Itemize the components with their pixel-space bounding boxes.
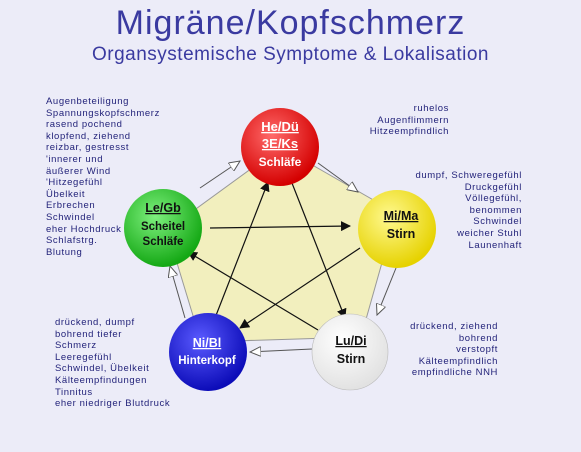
node-le: Le/Gb Scheitel Schläfe (124, 189, 202, 267)
symptom-item: Augenflimmern (377, 114, 449, 126)
symptom-item: empfindliche NNH (411, 367, 498, 379)
symptom-item: Schwindel (473, 216, 522, 228)
control-arrow-le-mi (209, 221, 351, 232)
node-lu: Lu/Di Stirn (311, 313, 389, 391)
cycle-arrow-he-mi (317, 162, 358, 192)
symptom-item: klopfend, ziehend (46, 130, 131, 142)
symptom-item: Erbrechen (46, 200, 96, 212)
node-le-label: Le/Gb (145, 201, 181, 215)
cycle-arrow-mi-lu (377, 267, 397, 315)
symptom-item: Schwindel, Übelkeit (55, 363, 150, 375)
node-mi-sub: Stirn (387, 227, 415, 241)
symptom-item: Spannungskopfschmerz (46, 107, 160, 119)
symptom-item: Druckgefühl (464, 181, 522, 193)
symptom-item: drückend, dumpf (55, 317, 135, 328)
node-mi: Mi/Ma Stirn (358, 190, 436, 268)
node-ni-label: Ni/Bl (193, 336, 221, 350)
symptom-item: Übelkeit (46, 188, 86, 200)
control-arrow-lu-le (187, 251, 319, 331)
node-he-label: He/Dü (261, 119, 299, 134)
control-arrow-ni-he (214, 181, 270, 319)
symptom-item: Launenhaft (468, 239, 522, 251)
node-lu-sub: Stirn (337, 352, 365, 366)
symptom-item: bohrend (458, 332, 498, 344)
symptom-item: Augenbeteiligung (46, 96, 130, 107)
node-ni: Ni/Bl Hinterkopf (169, 313, 247, 391)
symptom-item: reizbar, gestresst (46, 142, 130, 154)
node-mi-label: Mi/Ma (384, 209, 420, 223)
symptom-item: Leeregefühl (55, 351, 112, 363)
symptom-item: eher niedriger Blutdruck (55, 398, 171, 410)
symptom-item: Schwindel (46, 211, 95, 223)
symptom-item: 'Hitzegefühl (46, 177, 103, 189)
symptom-item: benommen (469, 204, 522, 216)
control-arrow-he-lu (289, 177, 347, 319)
symptom-item: eher Hochdruck (46, 223, 122, 235)
symptom-item: äußerer Wind (46, 165, 111, 177)
cycle-arrow-ni-le (170, 266, 186, 319)
symptom-item: drückend, ziehend (410, 321, 498, 332)
symptom-item: dumpf, Schweregefühl (415, 170, 522, 181)
symptom-item: verstopft (456, 344, 498, 356)
symptom-item: rasend pochend (46, 119, 123, 131)
node-he: He/Dü 3E/Ks Schläfe (241, 108, 319, 186)
symptom-item: ruhelos (413, 103, 449, 114)
control-arrow-mi-ni (239, 247, 361, 329)
node-he-sub: Schläfe (259, 155, 302, 169)
node-le-sub2: Schläfe (143, 236, 184, 248)
symptom-item: Kälteempfindlich (418, 355, 498, 367)
cycle-arrow-lu-ni (250, 349, 313, 352)
symptom-item: Schmerz (55, 340, 97, 352)
symptom-item: Hitzeempfindlich (369, 126, 449, 138)
cycle-arrow-le-he (199, 161, 240, 189)
symptom-item: Schlafstrg. (46, 235, 98, 247)
symptom-item: weicher Stuhl (457, 227, 522, 239)
node-lu-label: Lu/Di (335, 334, 366, 348)
node-ni-sub: Hinterkopf (178, 355, 236, 367)
symptom-item: Tinnitus (55, 386, 93, 398)
page-title: Migräne/Kopfschmerz (115, 4, 466, 42)
symptom-item: 'innerer und (46, 153, 104, 165)
page-subtitle: Organsystemische Symptome & Lokalisation (92, 44, 489, 65)
symptom-item: Blutung (46, 246, 83, 258)
node-le-sub: Scheitel (141, 221, 185, 233)
symptom-item: bohrend tiefer (55, 328, 123, 340)
node-he-label2: 3E/Ks (262, 136, 298, 151)
symptom-item: Völlegefühl, (465, 193, 522, 205)
symptom-item: Kälteempfindungen (55, 374, 148, 386)
